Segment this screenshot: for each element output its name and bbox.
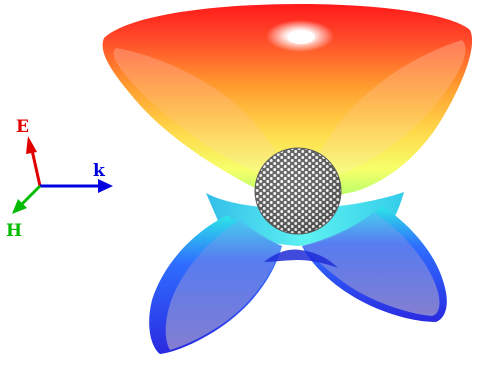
h-axis-line (20, 184, 42, 206)
upper-lobes (102, 4, 473, 197)
lower-inner-groove (264, 249, 338, 268)
lower-lobes (149, 192, 447, 354)
e-axis-line (30, 149, 42, 187)
k-axis-arrowhead (98, 179, 113, 193)
upper-specular-core (287, 30, 315, 44)
h-axis-label: H (6, 221, 22, 241)
e-axis-arrowhead (26, 136, 37, 154)
lower-right-lobe-face (302, 212, 440, 316)
h-axis-arrowhead (12, 199, 27, 214)
e-axis-label: E (16, 117, 29, 137)
k-axis-label: k (93, 161, 106, 181)
upper-right-petal-face (306, 40, 466, 184)
coordinate-axes: E k H (6, 117, 113, 241)
nanoparticle-sphere (254, 147, 342, 235)
lower-left-lobe-face (165, 220, 282, 350)
upper-left-petal-face (113, 48, 292, 184)
